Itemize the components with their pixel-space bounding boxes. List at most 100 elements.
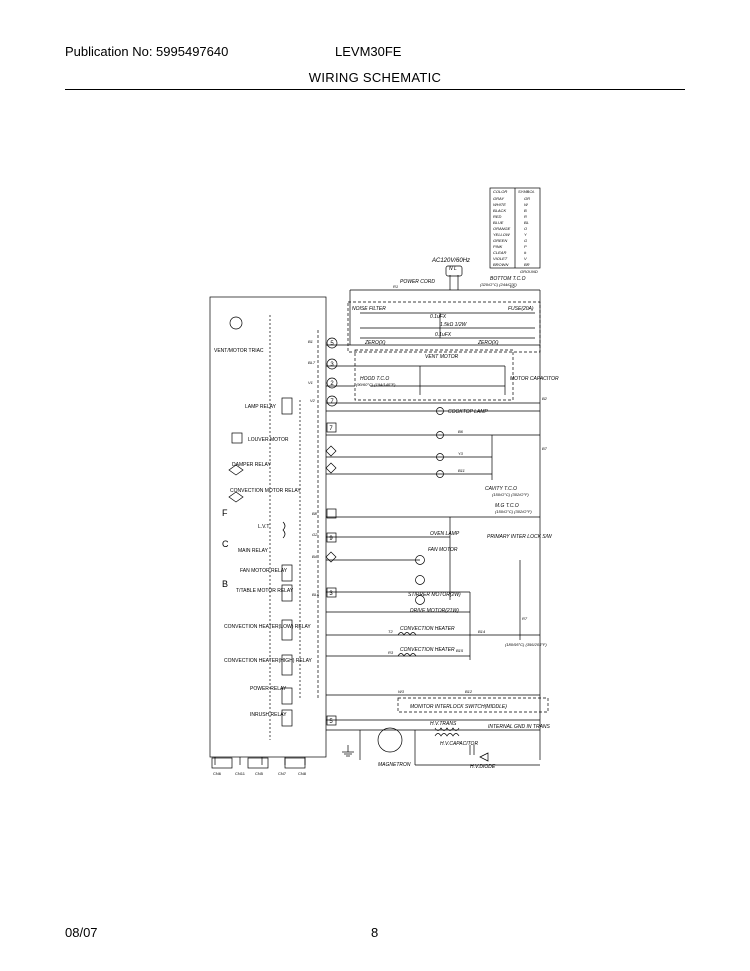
damper-relay-diamond bbox=[228, 464, 244, 476]
hv-diode-symbol bbox=[479, 752, 489, 762]
wire-label: B11 bbox=[458, 468, 465, 473]
resistor-label: 1.5kΩ 1/2W bbox=[440, 322, 468, 328]
cooktop-lamp-label: COOKTOP LAMP bbox=[448, 409, 488, 415]
vent-relay-label: VENT/MOTOR TRIAC bbox=[214, 348, 264, 354]
symbol-row: B bbox=[524, 208, 527, 213]
wire-label: B4 bbox=[312, 554, 318, 559]
wire-label: R3 bbox=[388, 650, 394, 655]
wire-label: V2 bbox=[310, 398, 316, 403]
drive-motor-symbol bbox=[415, 595, 425, 605]
node-circle-7 bbox=[326, 395, 338, 407]
cavity-tco-rating: (150/O°C) (302/O°F) bbox=[492, 492, 529, 497]
monitor-switch-box bbox=[397, 697, 549, 713]
hood-tco-rating: (90/60°C) (194/140°F) bbox=[356, 382, 396, 387]
turntable-relay-label: T/TABLE MOTOR RELAY bbox=[236, 588, 294, 594]
node-num: 5 bbox=[330, 341, 334, 347]
bottom-cn-label: CN8 bbox=[298, 771, 307, 776]
magnetron-label: MAGNETRON bbox=[378, 762, 411, 768]
louver-motor-box bbox=[231, 432, 243, 444]
fan-relay-coil bbox=[281, 564, 293, 582]
symbol-row: O bbox=[524, 226, 527, 231]
internal-gnd-label: INTERNAL GND IN TRANS bbox=[488, 724, 551, 730]
convection-heater-coil bbox=[397, 632, 417, 636]
noise-filter-label: NOISE FILTER bbox=[352, 306, 386, 312]
node-diamond-2 bbox=[325, 462, 337, 474]
wire-label: B7 bbox=[542, 446, 548, 451]
magnetron-symbol bbox=[377, 727, 403, 753]
node-circle-5 bbox=[326, 337, 338, 349]
symbol-row: BR bbox=[524, 262, 530, 267]
fuse-label: FUSE(20A) bbox=[508, 306, 534, 312]
wire-label: B6 bbox=[458, 429, 464, 434]
color-row: GRAY bbox=[493, 196, 504, 201]
hv-capacitor-label: H.V.CAPACITOR bbox=[440, 741, 478, 747]
wire-label: R1 bbox=[393, 284, 398, 289]
color-table-header-color: COLOR bbox=[493, 189, 507, 194]
color-row: PINK bbox=[493, 244, 503, 249]
main-relay-label: MAIN RELAY bbox=[238, 548, 269, 554]
symbol-row: # bbox=[524, 250, 527, 255]
node-num: 7 bbox=[329, 426, 333, 432]
ground-label: GROUND bbox=[520, 269, 538, 274]
node-circle-3 bbox=[326, 358, 338, 370]
zener-2-label: ZERO(X) bbox=[477, 340, 499, 346]
supply-nl: N L bbox=[449, 266, 457, 272]
wire-label: Y3 bbox=[458, 451, 464, 456]
hv-transformer-secondary bbox=[434, 733, 460, 737]
cooktop-lamp-symbol bbox=[436, 407, 444, 415]
node-square-plain bbox=[326, 508, 337, 519]
lvt-transformer-coil bbox=[282, 521, 286, 539]
lamp-relay-label: LAMP RELAY bbox=[245, 404, 277, 410]
hv-diode-label: H.V.DIODE bbox=[470, 764, 496, 770]
zener-1-label: ZERO(X) bbox=[364, 340, 386, 346]
wire-label: B8 bbox=[312, 511, 318, 516]
convection-motor-relay-diamond bbox=[228, 491, 244, 503]
vent-motor-label: VENT MOTOR bbox=[425, 354, 459, 360]
conv-heater-high-label: CONVECTION HEATER(HIGH) RELAY bbox=[224, 658, 313, 664]
bottom-tco-rating: (320/O°C) (244/O°F) bbox=[480, 282, 517, 287]
power-cord-label: POWER CORD bbox=[400, 279, 435, 285]
page-title: WIRING SCHEMATIC bbox=[308, 70, 442, 85]
vent-motor-box bbox=[354, 349, 514, 401]
node-diamond-3 bbox=[325, 551, 337, 563]
bottom-cn-label: CN7 bbox=[278, 771, 287, 776]
footer-date: 08/07 bbox=[65, 925, 98, 940]
mg-tco-rating: (150/O°C) (302/O°F) bbox=[495, 509, 532, 514]
symbol-row: R bbox=[524, 214, 527, 219]
cap-label: 0.1uFX bbox=[430, 314, 447, 320]
bottom-connector-3 bbox=[284, 757, 306, 769]
oven-lamp-label: OVEN LAMP bbox=[430, 531, 460, 537]
node-num: 5 bbox=[329, 719, 333, 725]
control-board bbox=[209, 296, 327, 758]
color-row: RED bbox=[493, 214, 502, 219]
conv-heater-low-label: CONVECTION HEATER(LOW) RELAY bbox=[224, 624, 311, 630]
lamp-relay-coil bbox=[281, 397, 293, 415]
node-diamond-1 bbox=[325, 445, 337, 457]
mg-tco-label: M.G T.C.O bbox=[495, 503, 519, 509]
louver-motor-label: LOUVER MOTOR bbox=[248, 437, 289, 443]
wire-label: R2 bbox=[510, 284, 516, 289]
fan-motor-symbol bbox=[415, 555, 425, 565]
line-filter-label: 0.1uFX bbox=[435, 332, 452, 338]
fan-motor-label: FAN MOTOR bbox=[428, 547, 458, 553]
color-row: YELLOW bbox=[493, 232, 511, 237]
supply-label: AC120V/60Hz bbox=[431, 258, 470, 264]
lvt-label: L.V.T bbox=[258, 524, 270, 530]
color-row: BLACK bbox=[493, 208, 506, 213]
color-table-header-symbol: SYMBOL bbox=[518, 189, 535, 194]
node-square-9 bbox=[326, 532, 337, 543]
node-square-7 bbox=[326, 422, 337, 433]
convection-heater-label: CONVECTION HEATER bbox=[400, 626, 455, 632]
symbol-row: W bbox=[524, 202, 529, 207]
wire-label: T2 bbox=[388, 629, 393, 634]
color-row: GREEN bbox=[493, 238, 507, 243]
wire-label: G2 bbox=[312, 532, 318, 537]
symbol-row: GR bbox=[524, 196, 530, 201]
node-circle-2 bbox=[326, 377, 338, 389]
color-row: WHITE bbox=[493, 202, 506, 207]
symbol-row: V bbox=[524, 256, 527, 261]
wire-label: B12 bbox=[465, 689, 473, 694]
wire-label: B14 bbox=[478, 629, 486, 634]
lamp-symbol-2 bbox=[436, 431, 444, 439]
